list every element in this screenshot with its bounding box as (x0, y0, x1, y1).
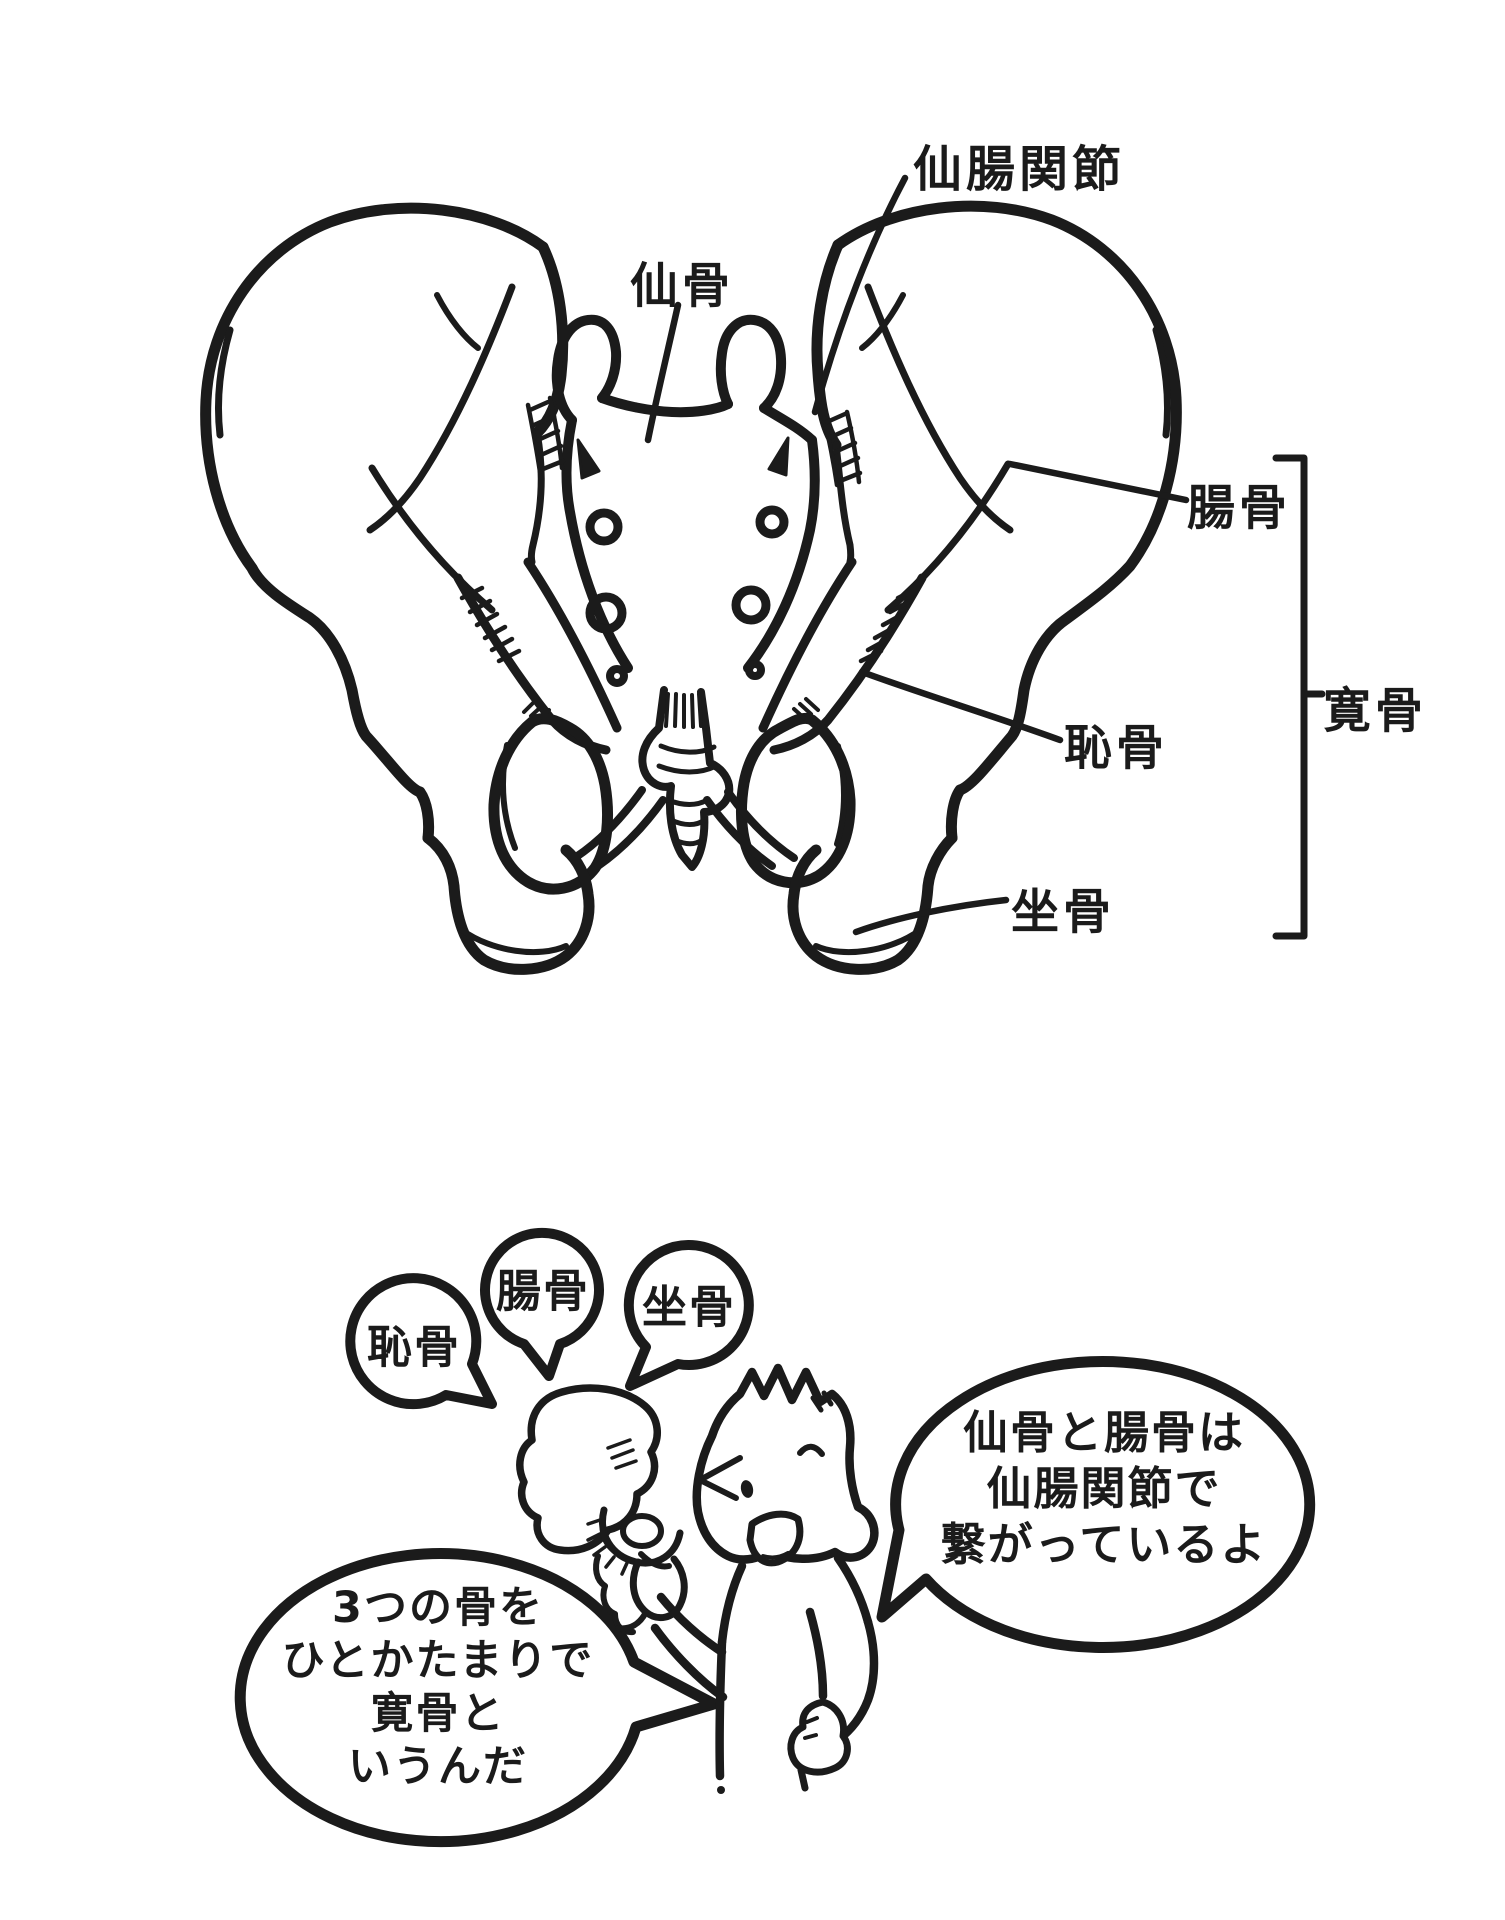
character-mouth (746, 1510, 804, 1567)
mini-bubble-label-ilium: 腸骨 (495, 1264, 591, 1318)
cartoon-character (516, 1363, 879, 1794)
label-sacroiliac-joint: 仙腸関節 (913, 141, 1126, 198)
speech-right-line-3: 繋がっているよ (940, 1518, 1268, 1571)
leader-sacroiliac-joint (811, 174, 909, 416)
speech-left-line-1: 3つの骨を (332, 1583, 544, 1633)
speech-left-line-2: ひとかたまりで (281, 1636, 595, 1686)
bubble-speech-right (876, 1356, 1316, 1653)
leader-ilium (1006, 460, 1190, 504)
label-pubis: 恥骨 (1064, 720, 1169, 776)
sacrum-bone (551, 314, 820, 687)
character-fist (787, 1698, 851, 1776)
sacroiliac-joint-hatching (525, 395, 863, 488)
mini-bubble-label-ischium: 坐骨 (641, 1280, 737, 1334)
mini-bubble-label-pubis: 恥骨 (366, 1320, 462, 1374)
speech-text-left: 3つの骨を ひとかたまりで 寛骨と いうんだ (282, 1582, 594, 1794)
pelvis-illustration (200, 200, 1182, 975)
pubic-ramus-hatching (459, 585, 921, 664)
character-right-eye (797, 1443, 825, 1457)
coccyx-bone (638, 686, 734, 871)
held-hip-bone-model (516, 1384, 688, 1632)
bubble-ischium (623, 1239, 754, 1391)
leader-sacrum (644, 301, 682, 444)
speech-right-line-2: 仙腸関節で (986, 1462, 1222, 1515)
leader-ischium (852, 896, 1010, 936)
label-sacrum: 仙骨 (630, 258, 735, 314)
bubble-pubis (345, 1273, 497, 1410)
label-ilium: 腸骨 (1187, 480, 1292, 536)
leader-pubis (858, 668, 1064, 744)
speech-left-line-3: 寛骨と (370, 1689, 506, 1739)
speech-right-line-1: 仙骨と腸骨は (962, 1406, 1246, 1459)
character-left-eye (697, 1455, 743, 1483)
leader-lines (644, 174, 1190, 936)
speech-text-right: 仙骨と腸骨は 仙腸関節で 繋がっているよ (941, 1405, 1268, 1573)
label-hip-bone: 寛骨 (1323, 683, 1428, 739)
label-ischium: 坐骨 (1011, 884, 1116, 940)
bubble-ilium (480, 1227, 604, 1381)
speech-bubbles (234, 1227, 1316, 1848)
speech-left-line-4: いうんだ (347, 1742, 528, 1792)
hip-bone-bracket (1272, 454, 1326, 940)
bubble-speech-left (234, 1548, 720, 1848)
